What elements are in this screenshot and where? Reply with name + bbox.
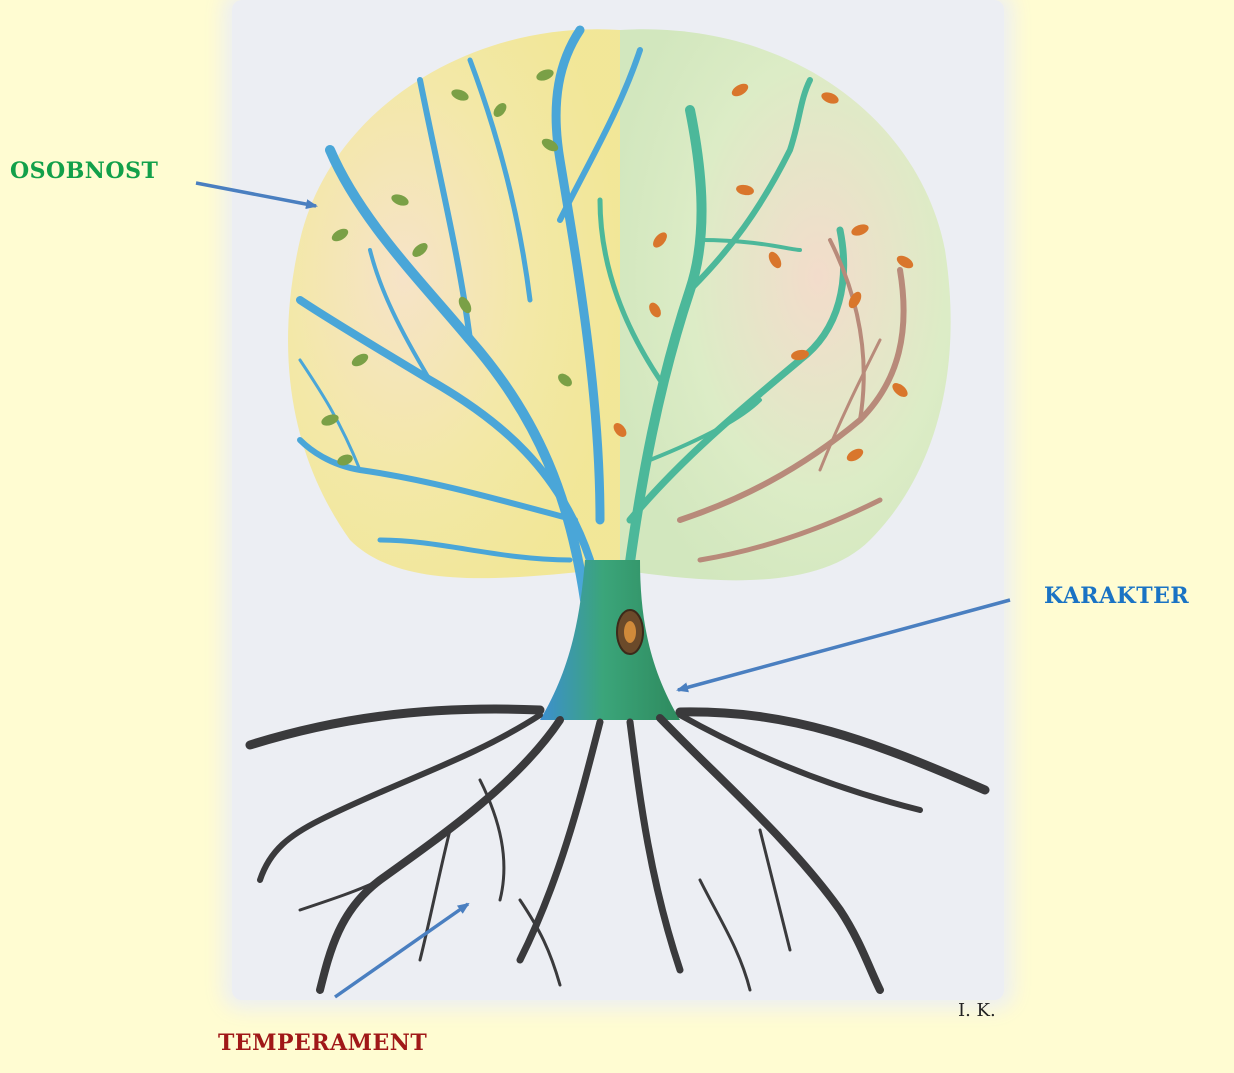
arrow-osobnost: [196, 183, 316, 206]
artist-signature: I. K.: [958, 1000, 996, 1021]
tree-roots: [250, 709, 985, 990]
label-karakter: KARAKTER: [1044, 583, 1189, 609]
arrow-temperament: [335, 904, 468, 997]
label-osobnost: OSOBNOST: [10, 158, 158, 184]
tree-trunk: [540, 560, 680, 720]
label-temperament: TEMPERAMENT: [218, 1030, 427, 1056]
arrow-karakter: [678, 600, 1010, 690]
